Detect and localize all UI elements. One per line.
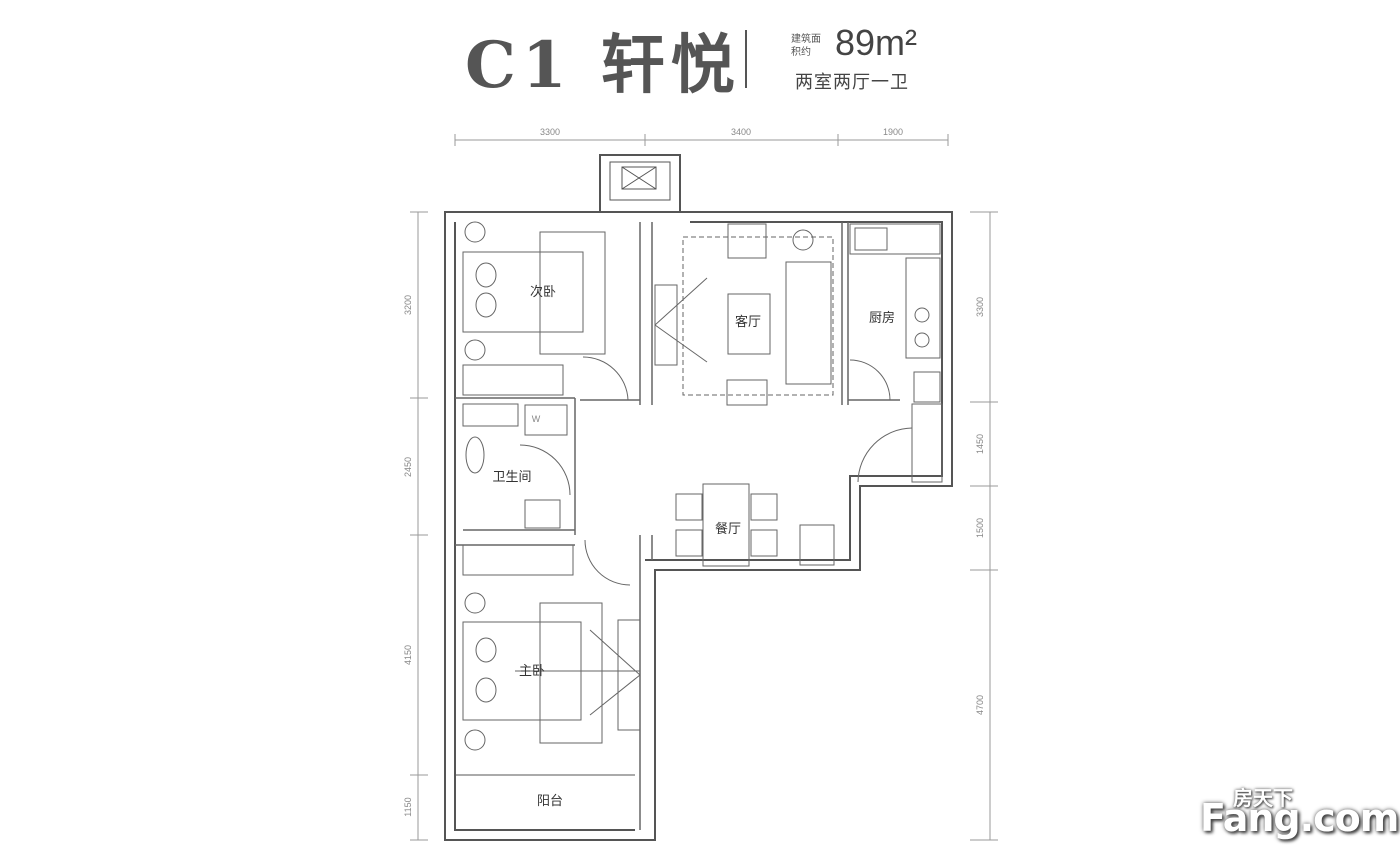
room-label-master-bedroom: 主卧 (519, 664, 545, 679)
dim-top-2: 3400 (731, 127, 751, 137)
kitchen-fixtures (849, 223, 943, 483)
dim-left-4: 1150 (403, 797, 413, 816)
dimension-lines (410, 134, 998, 841)
room-label-balcony: 阳台 (537, 794, 563, 809)
room-label-dining-room: 餐厅 (715, 521, 741, 537)
master-bedroom-furniture (462, 356, 641, 751)
room-label-kitchen: 厨房 (869, 310, 895, 326)
title-divider (745, 30, 747, 88)
dim-left-2: 2450 (403, 457, 413, 477)
dining-room-furniture (675, 427, 913, 567)
room-label-bathroom: 卫生间 (492, 470, 531, 485)
dim-left-1: 3200 (403, 295, 413, 315)
bathroom-fixtures (462, 403, 571, 529)
area-value: 89m² (835, 22, 918, 63)
dimension-labels: 3300 3400 1900 3200 2450 4150 1150 3300 … (403, 127, 985, 817)
second-bedroom-furniture (462, 221, 606, 396)
watermark-en: Fang.com (1200, 796, 1399, 840)
living-room-furniture (654, 223, 834, 406)
dim-top-1: 3300 (540, 127, 560, 137)
plan-header: C1 轩悦 建筑面积约 89m² 两室两厅一卫 (0, 0, 1400, 110)
dim-left-3: 4150 (403, 645, 413, 665)
washer-label: W (532, 414, 541, 424)
dim-right-2: 1450 (975, 434, 985, 454)
dim-right-1: 3300 (975, 297, 985, 317)
dim-top-3: 1900 (883, 127, 903, 137)
room-labels: 次卧 客厅 厨房 卫生间 餐厅 主卧 阳台 W (492, 284, 895, 809)
dim-right-3: 1500 (975, 518, 985, 538)
dim-right-4: 4700 (975, 695, 985, 715)
exterior-walls (444, 154, 953, 841)
plan-title: C1 轩悦 (465, 28, 741, 103)
room-label-living-room: 客厅 (735, 314, 761, 330)
area-qualifier: 建筑面积约 (791, 34, 821, 58)
layout-description: 两室两厅一卫 (795, 72, 909, 93)
watermark-cn: 房天下 (1233, 786, 1293, 810)
room-label-second-bedroom: 次卧 (530, 284, 556, 300)
